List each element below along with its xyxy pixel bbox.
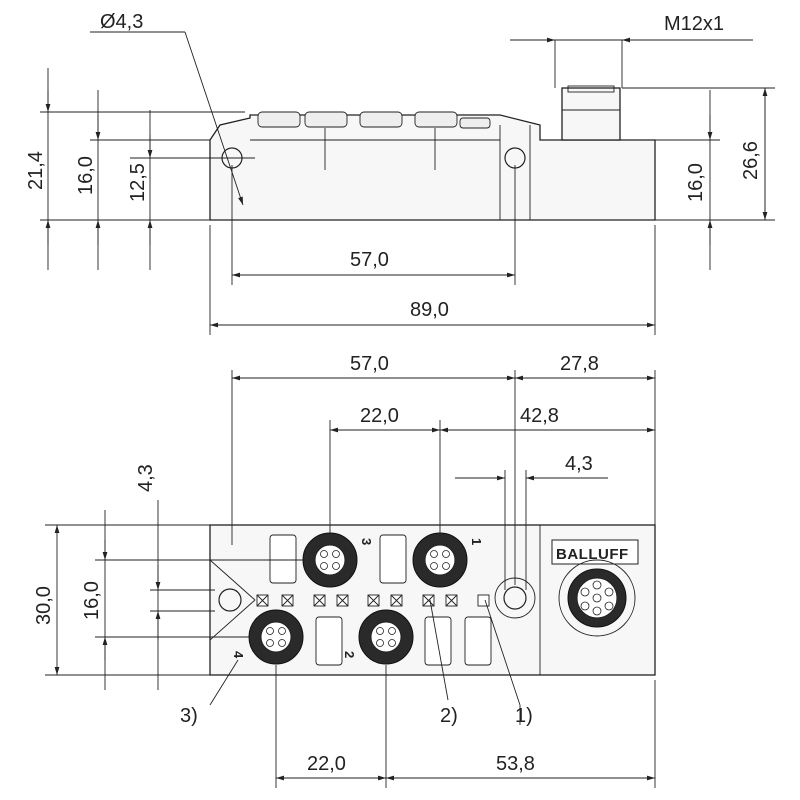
port-number-1: 1 — [469, 538, 484, 545]
brand-label: BALLUFF — [556, 546, 629, 563]
dim-port-spacing-top: 22,0 — [360, 405, 399, 427]
port-number-4: 4 — [231, 651, 246, 659]
dim-height-connector: 26,6 — [740, 141, 762, 180]
port-2[interactable] — [358, 609, 414, 665]
dim-hole-width: 4,3 — [565, 453, 593, 475]
port-4[interactable] — [248, 609, 304, 665]
side-m12-connector — [561, 87, 621, 141]
dim-mount-to-connector: 57,0 — [350, 353, 389, 375]
dim-hole-diameter: Ø4,3 — [100, 11, 143, 33]
top-view: BALLUFF — [33, 353, 656, 788]
callout-3: 3) — [180, 705, 198, 727]
top-mount-hole-left — [218, 588, 242, 612]
dim-width-total: 30,0 — [33, 586, 55, 625]
side-connectors — [250, 111, 531, 220]
dim-port-to-end: 42,8 — [520, 405, 559, 427]
side-body — [209, 114, 656, 221]
led-indicators — [256, 594, 490, 607]
port-number-3: 3 — [359, 538, 374, 545]
port-number-2: 2 — [342, 651, 357, 658]
label-windows — [269, 534, 492, 666]
dim-width-ports: 16,0 — [81, 581, 103, 620]
callout-2: 2) — [440, 705, 458, 727]
dim-height-body-right: 16,0 — [685, 163, 707, 202]
dim-hole-offset: 4,3 — [135, 464, 157, 492]
port-1[interactable] — [412, 532, 468, 588]
dim-height-mount: 12,5 — [127, 163, 149, 202]
dim-height-body: 16,0 — [75, 156, 97, 195]
dim-thread: M12x1 — [664, 13, 724, 35]
dim-port-spacing-bottom: 22,0 — [307, 753, 346, 775]
dim-connector-offset: 27,8 — [560, 353, 599, 375]
port-3[interactable] — [302, 532, 358, 588]
dim-port-to-end-bottom: 53,8 — [496, 753, 535, 775]
m12-connector-end — [558, 559, 636, 637]
dim-length-total: 89,0 — [410, 299, 449, 321]
side-view: Ø4,3 M12x1 21,4 16,0 12,5 — [25, 11, 775, 335]
dim-height-total: 21,4 — [25, 151, 47, 190]
callout-1: 1) — [515, 705, 533, 727]
dim-mount-spacing: 57,0 — [350, 249, 389, 271]
